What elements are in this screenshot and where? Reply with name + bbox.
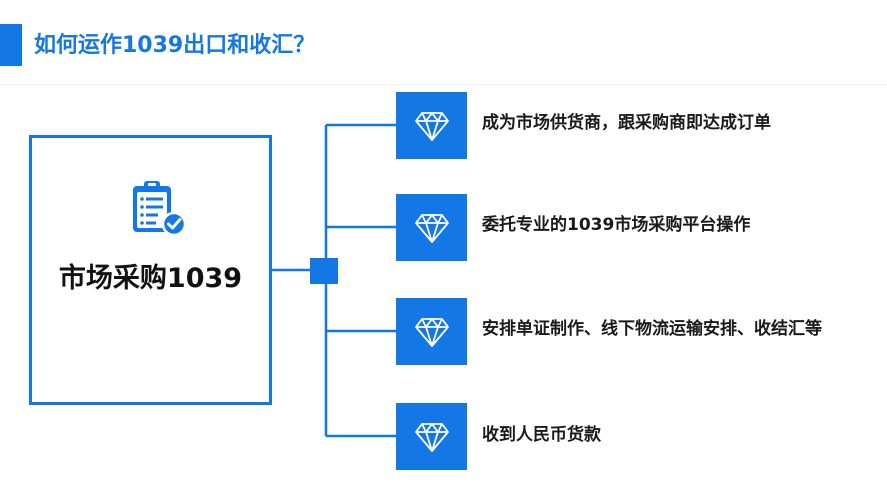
main-box-label: 市场采购1039: [58, 263, 243, 294]
hub-node: [310, 258, 338, 284]
item-1-icon-box: [396, 92, 467, 159]
diamond-icon: [414, 111, 449, 141]
item-4-label: 收到人民币货款: [482, 425, 601, 445]
item-3-icon-box: [396, 298, 467, 365]
item-1-label: 成为市场供货商，跟采购商即达成订单: [482, 113, 771, 133]
item-4-icon-box: [396, 403, 467, 470]
item-3-label: 安排单证制作、线下物流运输安排、收结汇等: [482, 319, 822, 339]
clipboard-check-icon: [130, 178, 190, 240]
page-title: 如何运作1039出口和收汇？: [34, 33, 316, 58]
item-2-label: 委托专业的1039市场采购平台操作: [482, 215, 751, 235]
header-divider: [0, 84, 887, 85]
diamond-icon: [414, 317, 449, 347]
diamond-icon: [414, 422, 449, 452]
main-box: 市场采购1039: [29, 135, 272, 405]
item-2-icon-box: [396, 194, 467, 261]
header-accent-bar: [0, 24, 22, 66]
diamond-icon: [414, 213, 449, 243]
